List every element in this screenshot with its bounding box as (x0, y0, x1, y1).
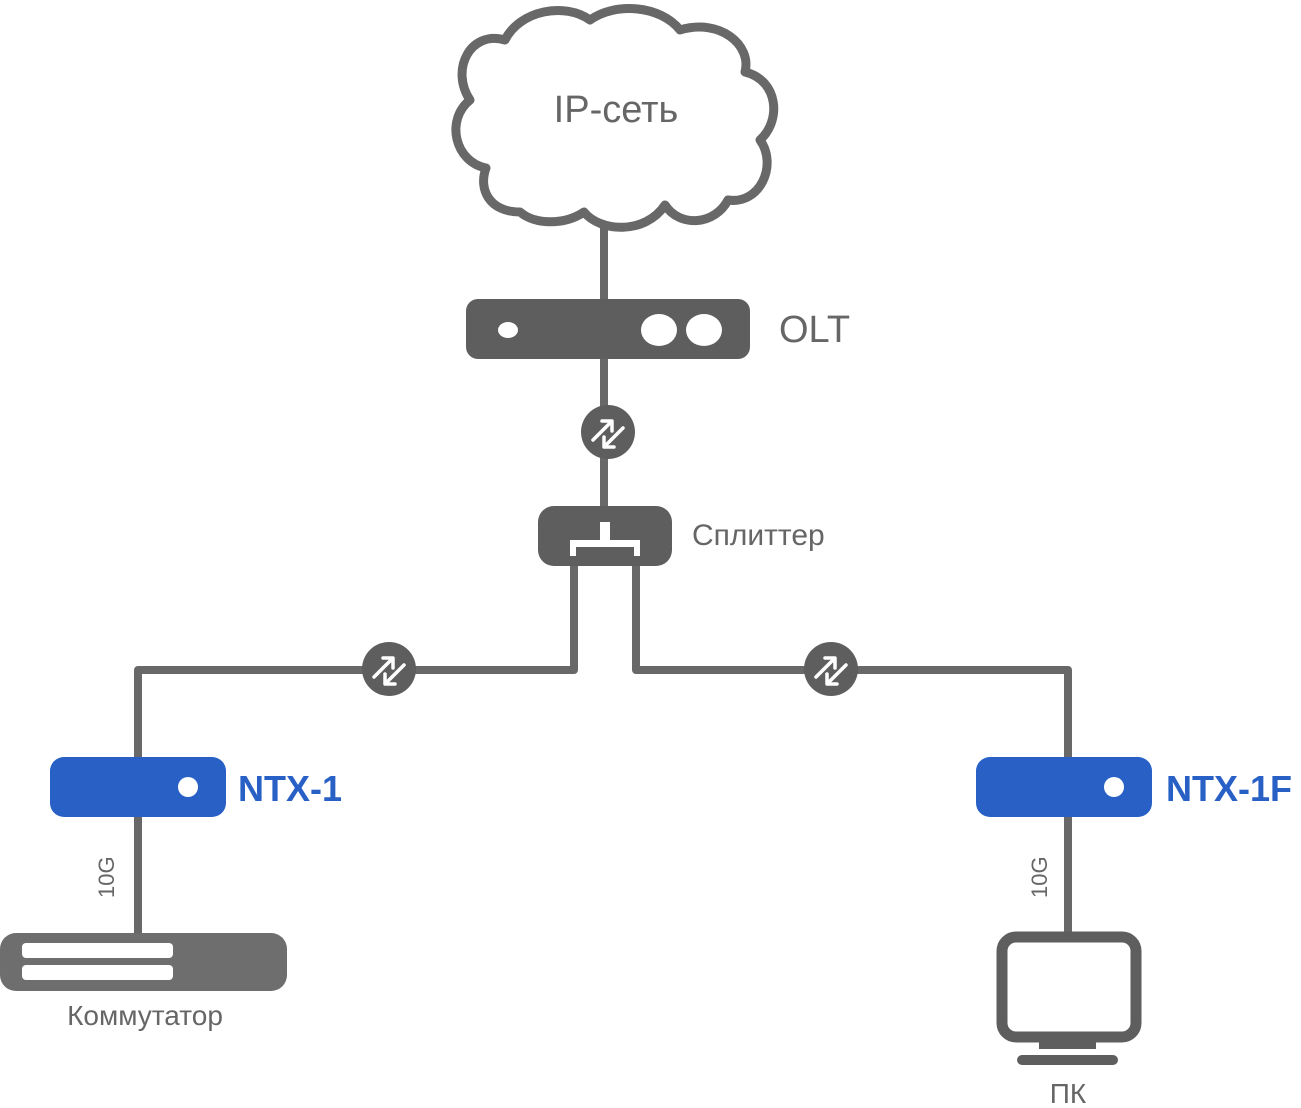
ntx1f-label: NTX-1F (1166, 768, 1292, 809)
link-speed-label: 10G (1027, 856, 1052, 898)
splitter-label: Сплиттер (692, 519, 825, 552)
ont-icon (50, 757, 226, 817)
switch-label: Коммутатор (67, 1000, 223, 1031)
link-speed-label: 10G (94, 856, 119, 898)
splitter-icon (538, 506, 672, 566)
cloud-label: IP-сеть (554, 89, 679, 131)
monitor-icon (996, 931, 1142, 1065)
pc-label: ПК (1050, 1078, 1087, 1108)
link-splitter-ntx1 (134, 562, 578, 760)
optical-connector-icon (362, 642, 416, 696)
ntx1-label: NTX-1 (238, 768, 342, 809)
olt-icon (466, 299, 750, 359)
optical-connector-icon (804, 642, 858, 696)
switch-icon (0, 933, 287, 991)
cloud-icon (451, 4, 779, 232)
ont-icon (976, 757, 1152, 817)
olt-label: OLT (779, 309, 850, 351)
optical-connector-icon (581, 405, 635, 459)
